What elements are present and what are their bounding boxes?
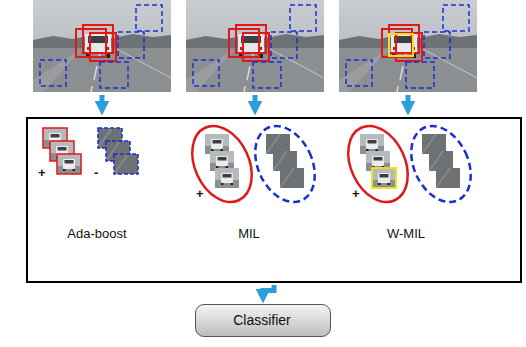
weighted-bags <box>337 116 483 211</box>
node-label: Classifier <box>233 312 291 328</box>
scene-photo <box>186 0 324 92</box>
sample-bags <box>181 116 327 211</box>
sample-thumbnails <box>43 128 138 174</box>
method-panel: Ada-boost MIL W-MIL <box>26 117 522 283</box>
node-label: W-MIL <box>387 226 425 241</box>
flow-arrow <box>102 95 408 108</box>
flow-arrow <box>263 285 274 296</box>
sign-label: - <box>94 166 98 179</box>
scene-photo <box>339 0 477 92</box>
sign-label: + <box>38 166 46 179</box>
classifier-box: Classifier <box>195 304 331 337</box>
node-label: Ada-boost <box>67 226 126 241</box>
node-label: MIL <box>238 226 260 241</box>
scene-photo <box>33 0 171 92</box>
sign-label: + <box>352 187 360 200</box>
sign-label: + <box>196 187 204 200</box>
